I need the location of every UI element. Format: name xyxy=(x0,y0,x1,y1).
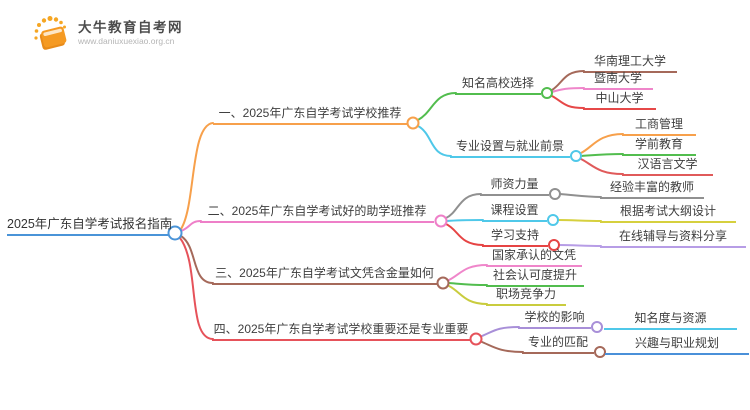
branch-2-handle[interactable] xyxy=(434,214,448,228)
site-logo: 大牛教育自考网 www.daniuxuexiao.org.cn xyxy=(26,12,183,54)
branch-4-handle[interactable] xyxy=(469,332,483,346)
node-chinese-literature[interactable]: 汉语言文学 xyxy=(622,158,713,176)
faculty-handle[interactable] xyxy=(549,188,561,200)
branch-1-node[interactable]: 一、2025年广东自学考试学校推荐 xyxy=(213,107,407,125)
root-node[interactable]: 2025年广东自学考试报名指南 xyxy=(7,218,172,236)
logo-title: 大牛教育自考网 xyxy=(78,19,183,35)
branch-3-node[interactable]: 三、2025年广东自学考试文凭含金量如何 xyxy=(212,267,437,285)
book-logo-icon xyxy=(34,16,67,50)
node-sun-yat-sen-university[interactable]: 中山大学 xyxy=(583,92,656,110)
famous-universities-handle[interactable] xyxy=(541,87,553,99)
majors-prospects-handle[interactable] xyxy=(570,150,582,162)
node-social-recognition[interactable]: 社会认可度提升 xyxy=(486,269,584,287)
node-syllabus-design[interactable]: 根据考试大纲设计 xyxy=(600,205,736,223)
node-school-influence[interactable]: 学校的影响 xyxy=(518,311,591,329)
node-jinan-university[interactable]: 暨南大学 xyxy=(583,72,653,90)
node-fame-resources[interactable]: 知名度与资源 xyxy=(604,312,737,330)
school-influence-handle[interactable] xyxy=(591,321,603,333)
node-famous-universities[interactable]: 知名高校选择 xyxy=(455,77,541,95)
node-major-match[interactable]: 专业的匹配 xyxy=(522,336,594,354)
node-state-recognized-diploma[interactable]: 国家承认的文凭 xyxy=(486,249,582,267)
node-faculty[interactable]: 师资力量 xyxy=(480,178,549,196)
node-curriculum[interactable]: 课程设置 xyxy=(482,204,547,222)
logo-url: www.daniuxuexiao.org.cn xyxy=(78,35,175,46)
node-scut[interactable]: 华南理工大学 xyxy=(583,55,677,73)
branch-4-node[interactable]: 四、2025年广东自学考试学校重要还是专业重要 xyxy=(212,323,470,341)
curriculum-handle[interactable] xyxy=(547,214,559,226)
node-majors-prospects[interactable]: 专业设置与就业前景 xyxy=(450,140,570,158)
node-preschool-education[interactable]: 学前教育 xyxy=(622,138,696,156)
node-business-admin[interactable]: 工商管理 xyxy=(622,118,696,136)
branch-1-handle[interactable] xyxy=(406,116,420,130)
node-career-competitiveness[interactable]: 职场竞争力 xyxy=(486,288,566,306)
branch-3-handle[interactable] xyxy=(436,276,450,290)
node-online-tutoring[interactable]: 在线辅导与资料分享 xyxy=(600,230,746,248)
node-interest-career-plan[interactable]: 兴趣与职业规划 xyxy=(605,337,749,355)
node-experienced-teachers[interactable]: 经验丰富的教师 xyxy=(600,181,704,199)
major-match-handle[interactable] xyxy=(594,346,606,358)
branch-2-node[interactable]: 二、2025年广东自学考试好的助学班推荐 xyxy=(200,205,434,223)
node-learning-support[interactable]: 学习支持 xyxy=(482,229,548,247)
